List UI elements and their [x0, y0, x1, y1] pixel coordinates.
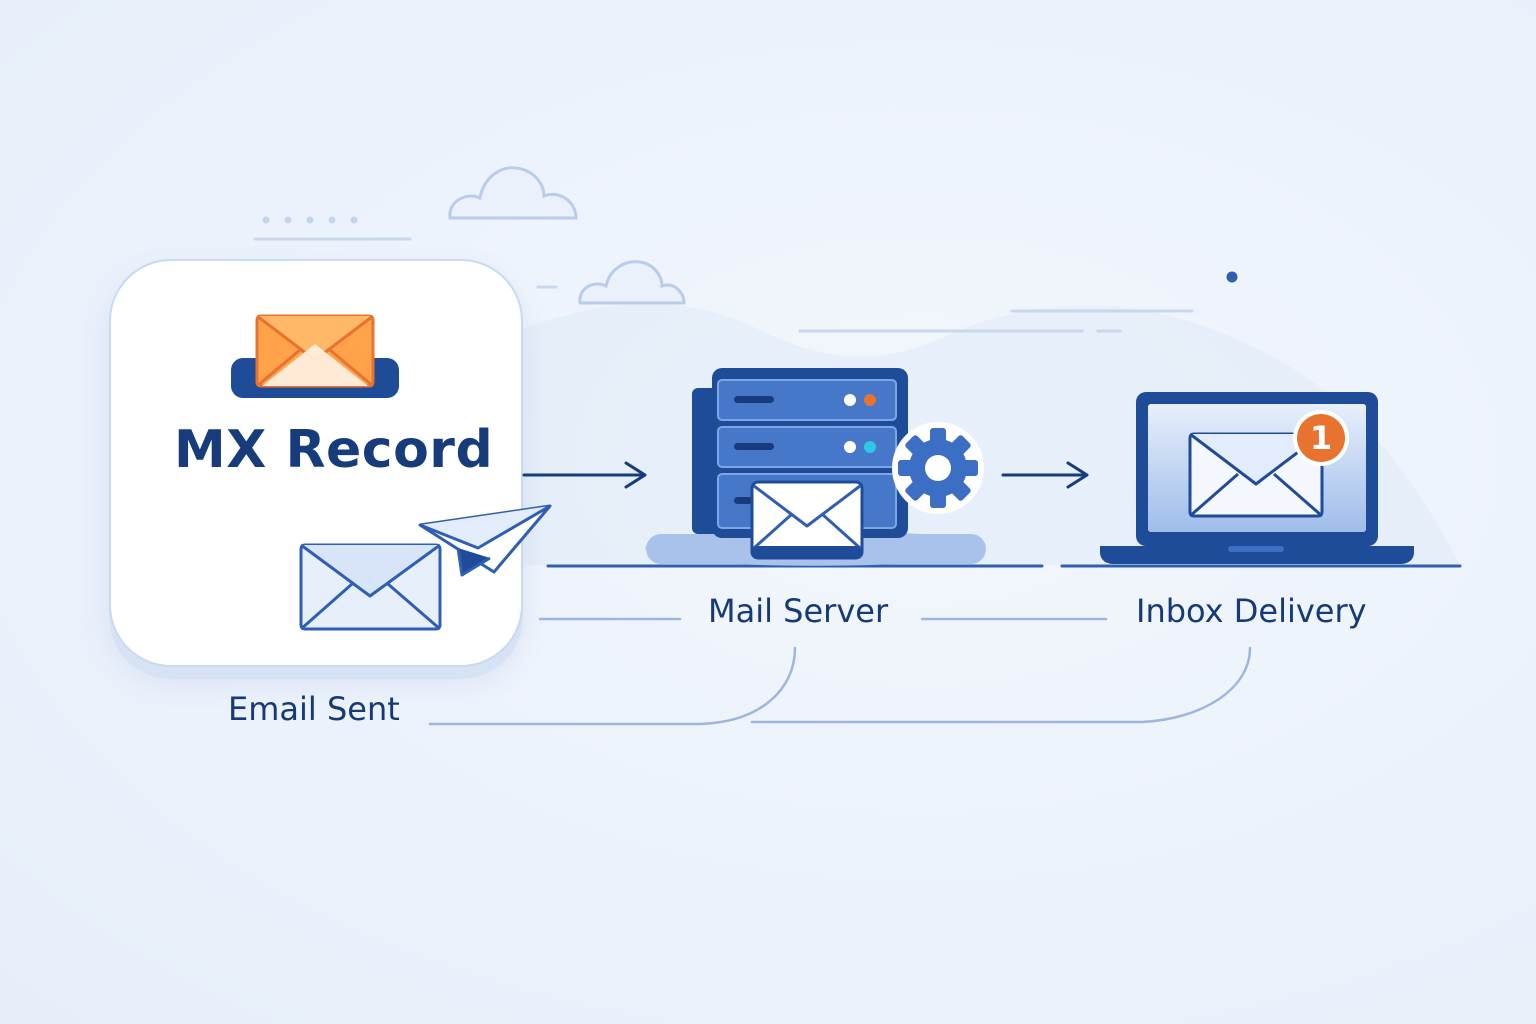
decor-dots — [262, 216, 358, 224]
arrow-right-icon — [1001, 461, 1089, 489]
stage-label-email-sent: Email Sent — [228, 690, 400, 728]
cloud-icon — [578, 260, 686, 305]
arrow-right-icon — [522, 461, 647, 489]
envelope-icon — [299, 543, 442, 631]
stage-label-inbox-delivery: Inbox Delivery — [1136, 592, 1367, 630]
notification-count: 1 — [1309, 419, 1333, 457]
decor-lines — [253, 237, 1194, 333]
gear-icon — [892, 422, 984, 514]
notification-badge — [1293, 410, 1349, 466]
envelope-icon — [750, 480, 864, 560]
paper-plane-icon — [418, 504, 552, 577]
mx-record-title: MX Record — [174, 420, 494, 480]
stage-label-mail-server: Mail Server — [708, 592, 889, 630]
cloud-icon — [448, 166, 578, 220]
envelope-icon — [231, 314, 399, 398]
decor-dot-accent — [1226, 271, 1238, 283]
label-guide-lines — [428, 617, 1252, 726]
